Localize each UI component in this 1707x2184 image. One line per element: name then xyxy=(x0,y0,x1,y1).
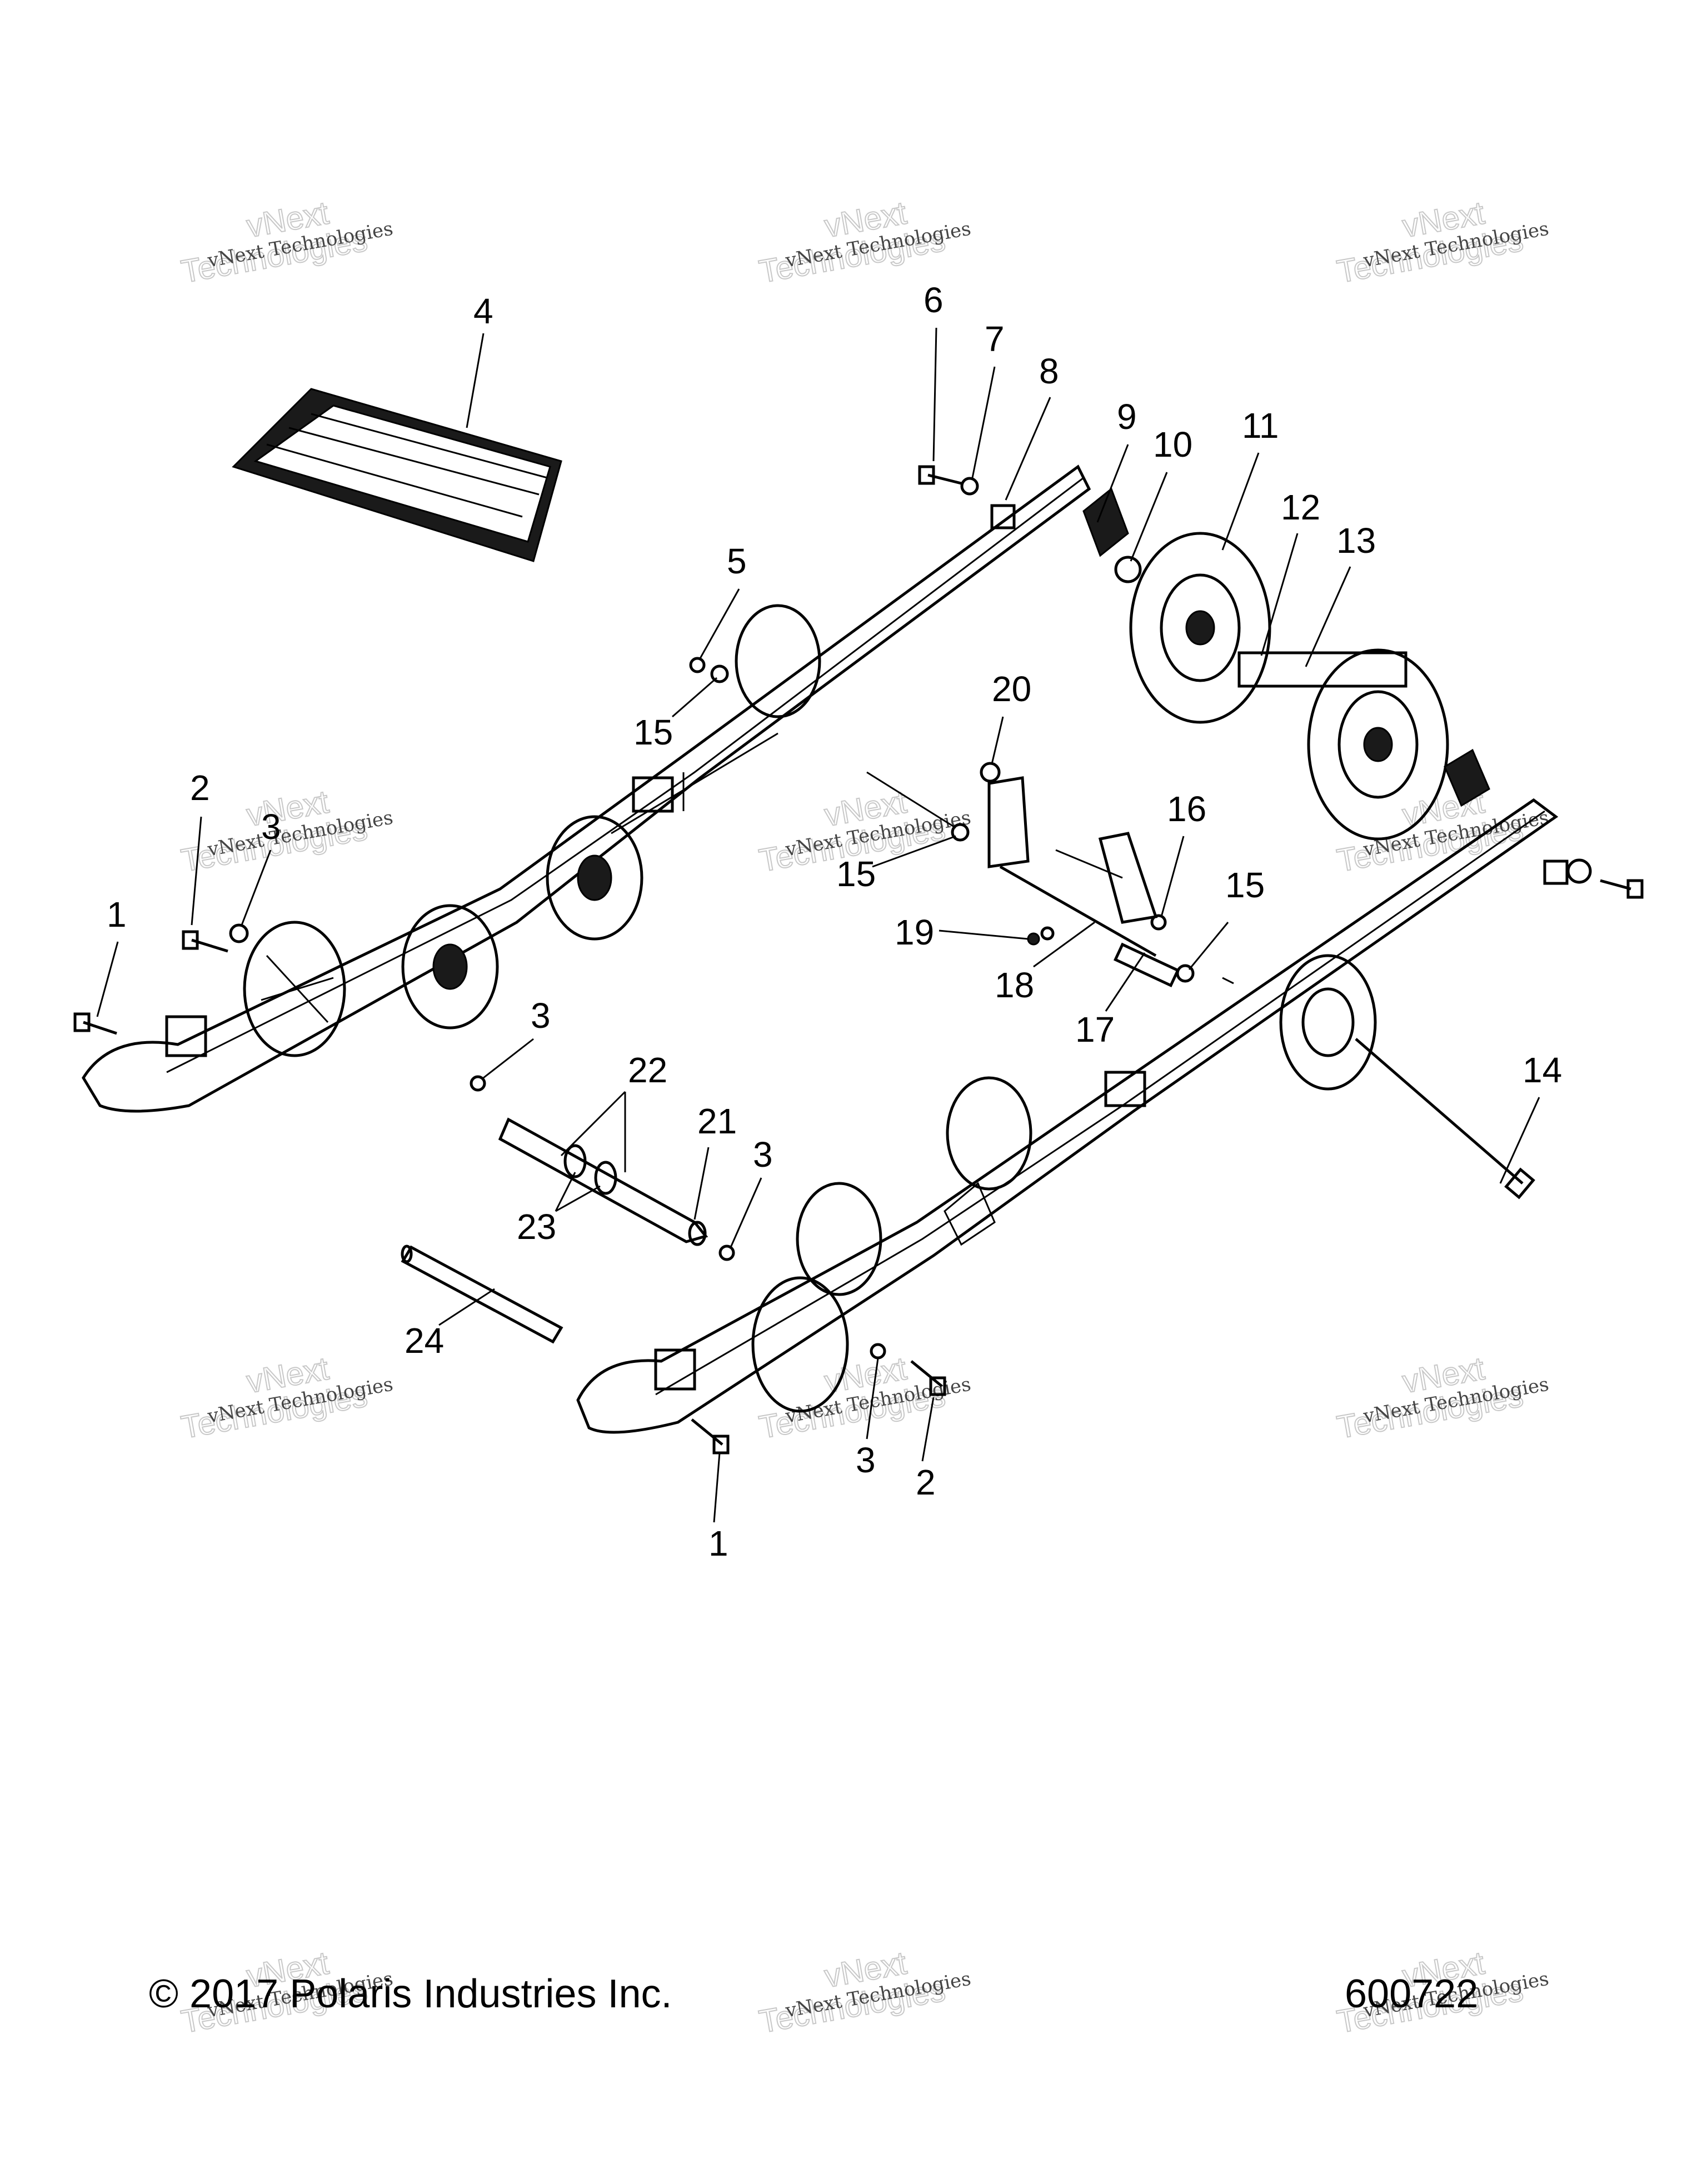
hardware xyxy=(73,465,1644,1455)
callout-7: 7 xyxy=(985,319,1005,359)
watermark: vNext Technologies vNext Technologies xyxy=(1334,194,1550,290)
copyright-text: © 2017 Polaris Industries Inc. xyxy=(149,1972,672,2016)
callout-3d: 3 xyxy=(856,1440,876,1480)
callout-4: 4 xyxy=(473,291,493,331)
callout-18: 18 xyxy=(995,965,1034,1005)
watermark: vNext Technologies vNext Technologies xyxy=(756,194,972,290)
callout-5: 5 xyxy=(727,541,747,581)
callout-9: 9 xyxy=(1117,397,1137,437)
callout-labels: 1 2 3 4 5 6 7 8 9 10 11 12 13 14 15 15 1… xyxy=(107,280,1562,1563)
rear-axle-assembly xyxy=(1082,487,1449,841)
callout-10: 10 xyxy=(1153,424,1192,464)
drawing-number: 600722 xyxy=(1345,1972,1479,2016)
callout-1b: 1 xyxy=(708,1523,728,1563)
callout-17: 17 xyxy=(1075,1009,1115,1049)
callout-6: 6 xyxy=(924,280,944,320)
callout-3: 3 xyxy=(261,807,281,847)
callout-13: 13 xyxy=(1336,521,1376,561)
bracket-assembly xyxy=(987,776,1180,987)
idler-axle-part xyxy=(498,1117,708,1246)
callout-2b: 2 xyxy=(916,1462,936,1502)
callout-14: 14 xyxy=(1523,1050,1562,1090)
callout-24: 24 xyxy=(405,1321,444,1361)
slide-pad-part xyxy=(232,388,562,562)
callout-15a: 15 xyxy=(633,712,673,752)
callout-8: 8 xyxy=(1039,351,1059,391)
callout-3c: 3 xyxy=(753,1135,773,1175)
watermark: vNext Technologies vNext Technologies xyxy=(756,1944,972,2040)
callout-19: 19 xyxy=(895,912,934,952)
callout-2: 2 xyxy=(190,768,210,808)
callout-3b: 3 xyxy=(531,996,551,1036)
spacer-tube-part xyxy=(401,1245,563,1344)
cross-shaft-part xyxy=(1355,1038,1535,1200)
callout-12: 12 xyxy=(1281,487,1320,527)
left-rail-assembly xyxy=(82,464,1091,1113)
callout-21: 21 xyxy=(697,1101,737,1141)
callout-16: 16 xyxy=(1167,789,1206,829)
watermark: vNext Technologies vNext Technologies xyxy=(178,194,395,290)
callout-15c: 15 xyxy=(1225,865,1265,905)
watermark: vNext Technologies vNext Technologies xyxy=(756,1350,972,1446)
watermark: vNext Technologies vNext Technologies xyxy=(178,1350,395,1446)
callout-11: 11 xyxy=(1242,406,1279,446)
callout-20: 20 xyxy=(992,669,1031,709)
watermark: vNext Technologies vNext Technologies xyxy=(1334,1350,1550,1446)
callout-15b: 15 xyxy=(836,854,876,894)
right-rail-assembly xyxy=(576,748,1559,1434)
callout-22: 22 xyxy=(628,1050,667,1090)
leader-lines xyxy=(96,327,1540,1523)
callout-23: 23 xyxy=(517,1207,556,1247)
callout-1: 1 xyxy=(107,894,127,934)
